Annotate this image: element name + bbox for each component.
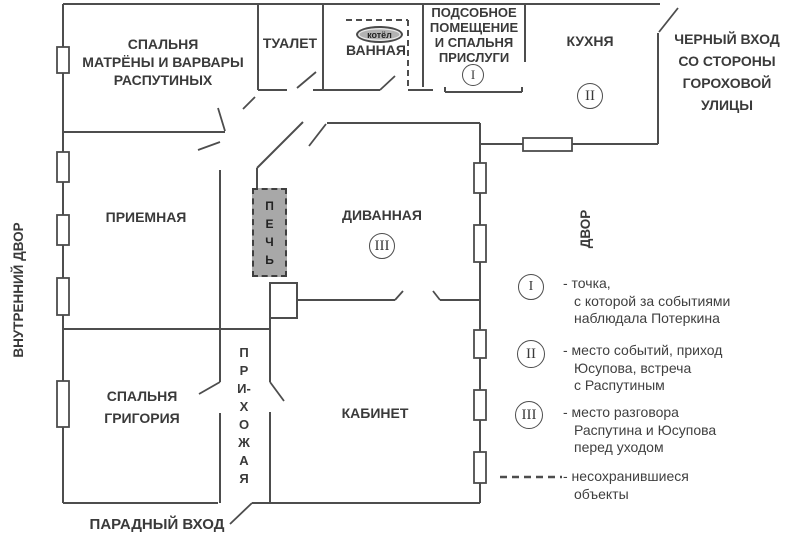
room-label-toilet: ТУАЛЕТ [262,35,318,51]
legend-entry-dashed: - несохранившиеся объекты [563,468,689,502]
room-label-utility: ПОДСОБНОЕ ПОМЕЩЕНИЕ И СПАЛЬНЯ ПРИСЛУГИ [429,5,519,65]
window [56,380,70,428]
room-label-reception: ПРИЕМНАЯ [105,209,187,225]
label-main-entrance: ПАРАДНЫЙ ВХОД [89,516,225,533]
window [56,277,70,316]
plan-marker-III: III [369,233,395,259]
legend-entry-3: - место разговора Распутина и Юсупова пе… [563,404,717,455]
room-label-bedroom-grigory: СПАЛЬНЯ ГРИГОРИЯ [104,388,180,426]
stove-flue-rect [269,282,298,319]
window [473,451,487,484]
label-back-entrance: ЧЕРНЫЙ ВХОД СО СТОРОНЫ ГОРОХОВОЙ УЛИЦЫ [674,31,780,113]
room-label-lounge: ДИВАННАЯ [342,207,422,223]
boiler-label: котёл [367,29,392,40]
plan-marker-II: II [577,83,603,109]
room-label-bedroom-daughters: СПАЛЬНЯ МАТРЁНЫ И ВАРВАРЫ РАСПУТИНЫХ [82,36,244,88]
window [473,389,487,421]
label-yard: ДВОР [578,209,593,249]
legend-entry-2: - место событий, приход Юсупова, встреча… [563,342,723,393]
window [56,151,70,183]
door-swings [197,7,679,525]
window [56,46,70,74]
plan-marker-I: I [462,64,484,86]
non-preserved-walls [346,19,409,90]
boiler-shape: котёл [356,26,403,43]
window [473,224,487,263]
legend-marker-II: II [517,340,545,368]
windows [56,46,573,484]
window [56,214,70,246]
window [473,329,487,359]
window [522,137,573,152]
window [473,162,487,194]
room-label-bathroom: ВАННАЯ [346,42,406,58]
legend-marker-III: III [515,401,543,429]
walls [62,3,660,504]
label-inner-yard: ВНУТРЕННИЙ ДВОР [11,222,26,358]
room-label-study: КАБИНЕТ [341,405,409,421]
room-label-kitchen: КУХНЯ [566,33,614,49]
room-label-hallway: П Р И- Х О Ж А Я [237,345,251,486]
stove-shape: П Е Ч Ь [252,188,287,277]
legend-marker-I: I [518,274,544,300]
legend-entry-1: - точка, с которой за событиями наблюдал… [563,275,731,326]
